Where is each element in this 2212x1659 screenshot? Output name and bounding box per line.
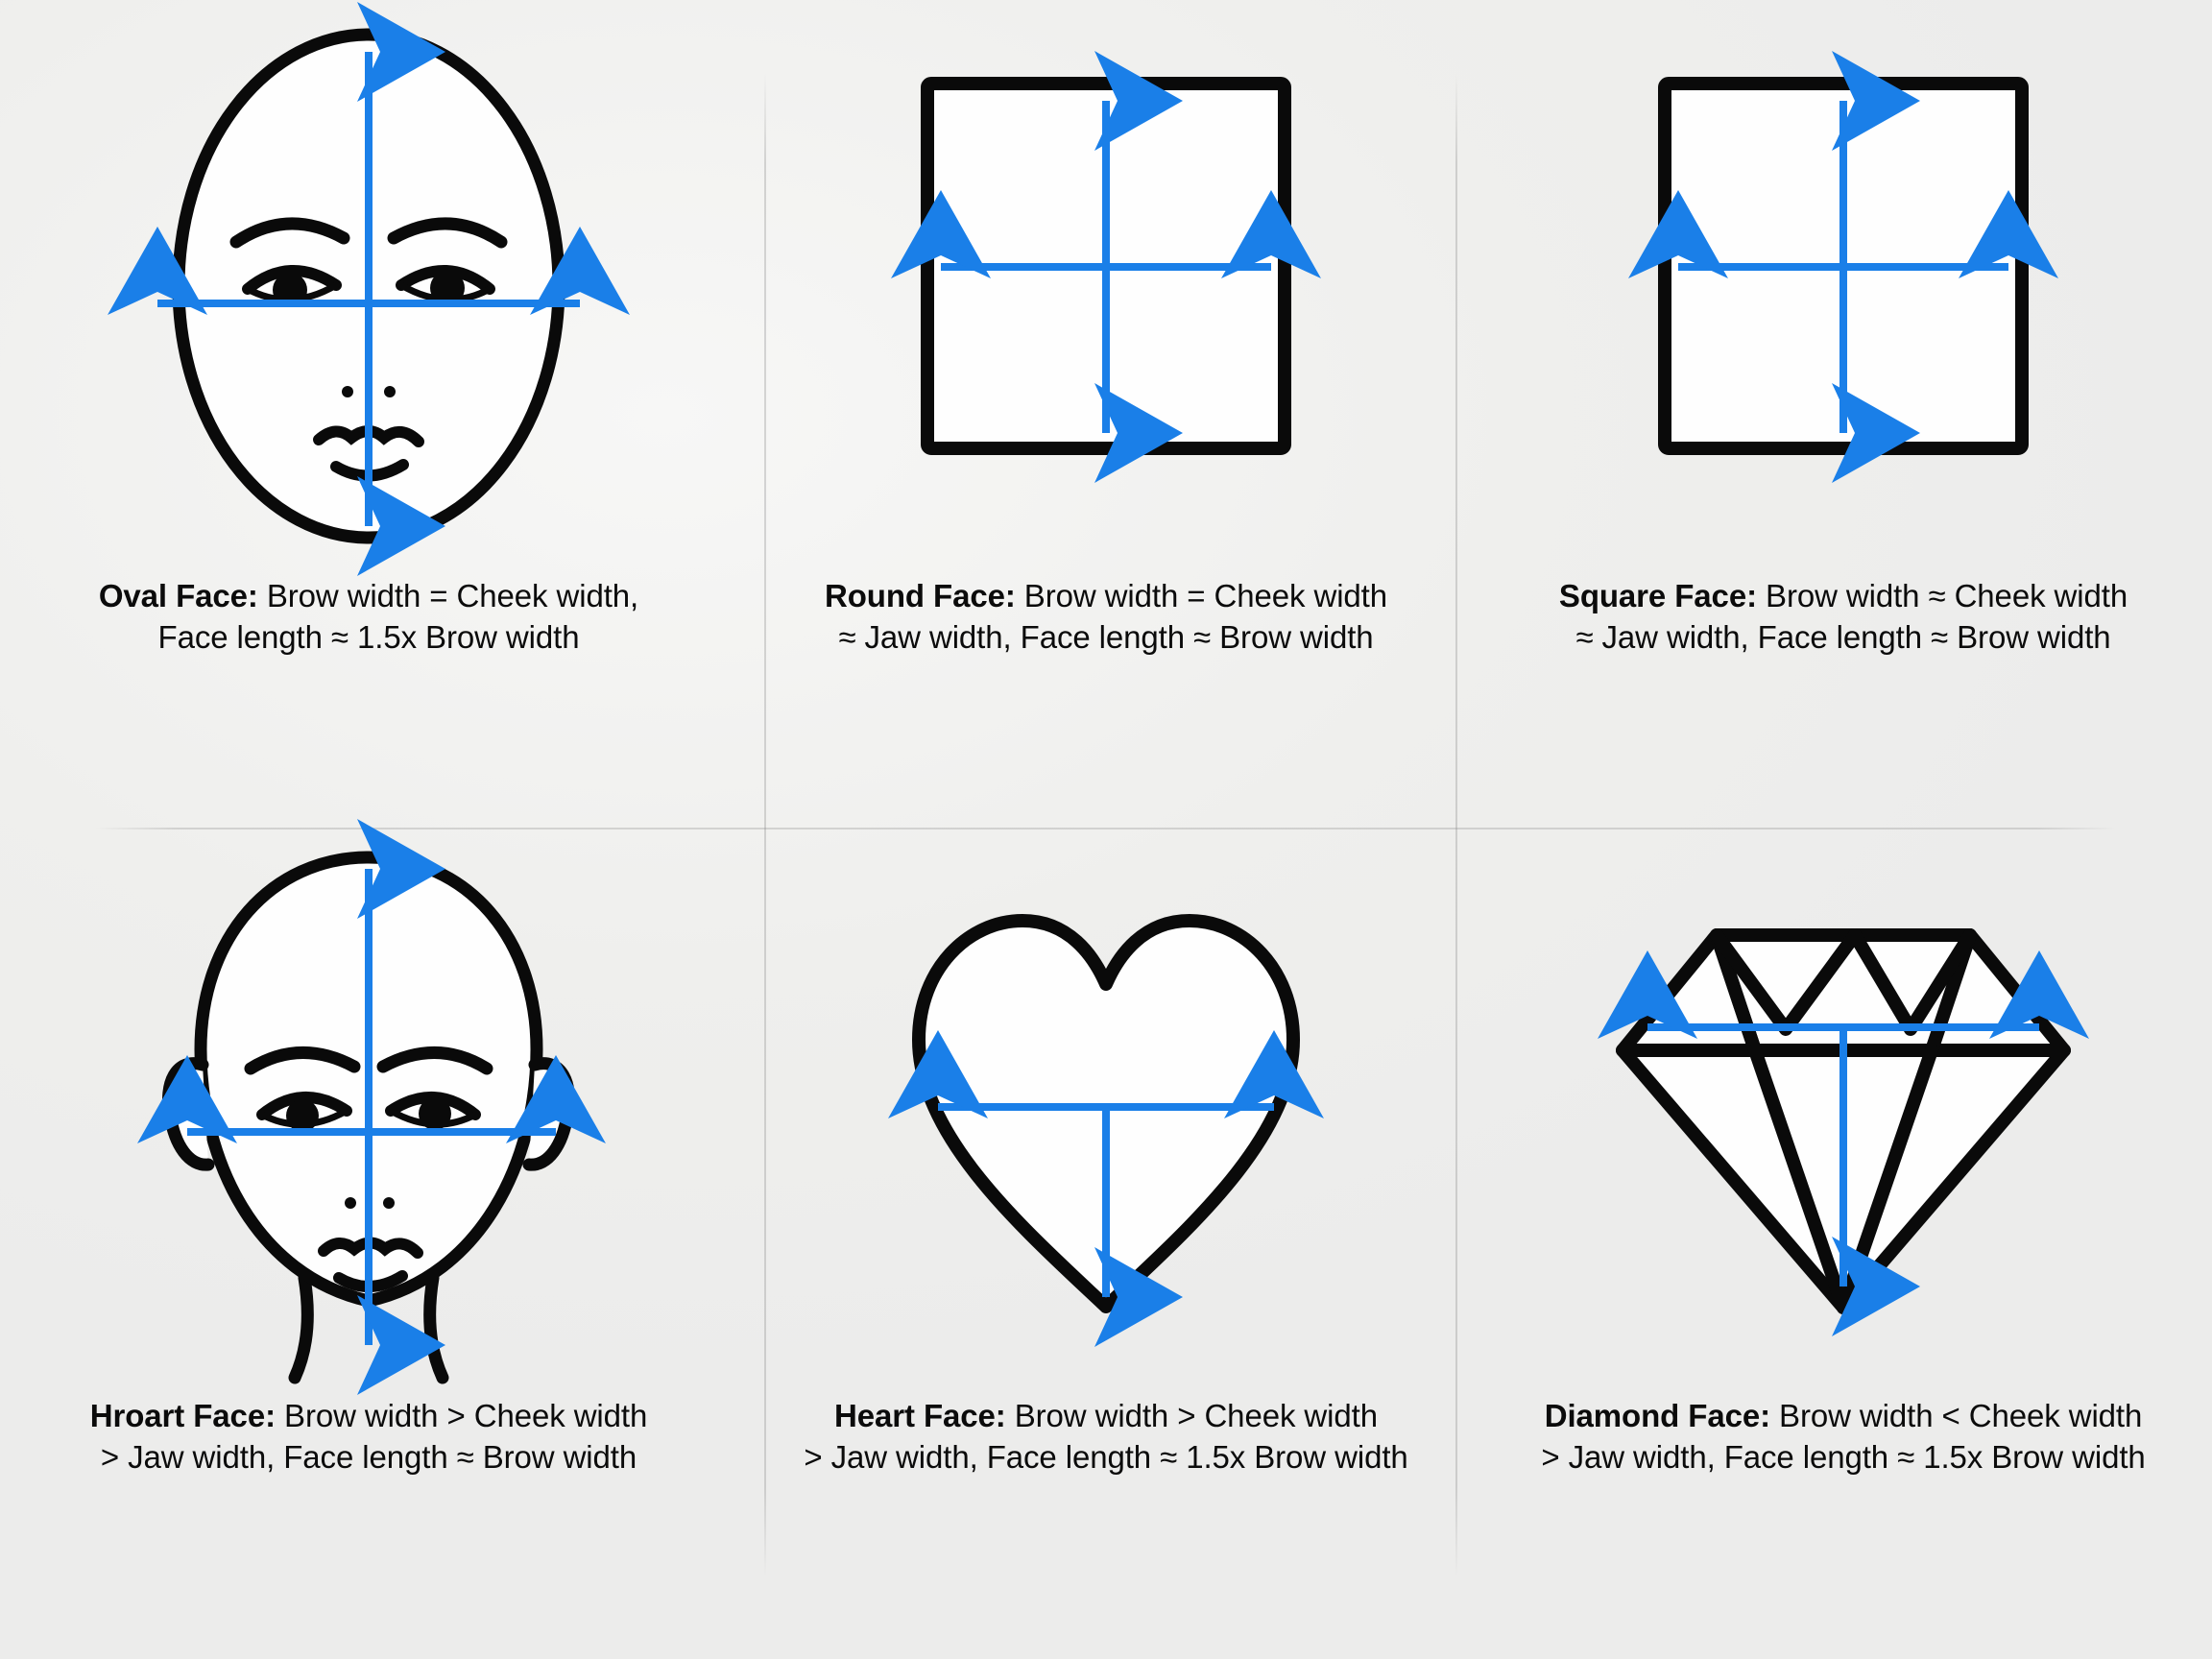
- caption-heart-face: Heart Face: Brow width > Cheek width > J…: [790, 1396, 1421, 1479]
- caption-lead: Diamond Face:: [1544, 1398, 1770, 1433]
- caption-lead: Hroart Face:: [89, 1398, 276, 1433]
- caption-line-1: Brow width = Cheek width,: [257, 578, 639, 613]
- caption-lead: Round Face:: [824, 578, 1016, 613]
- caption-line-1: Brow width = Cheek width: [1015, 578, 1387, 613]
- column-divider-1: [764, 73, 766, 1576]
- diamond-gem-illustration: [1475, 830, 2212, 1396]
- caption-line-2: Face length ≈ 1.5x Brow width: [157, 618, 580, 655]
- cell-heart-face: Heart Face: Brow width > Cheek width > J…: [737, 830, 1475, 1659]
- heart-illustration: [737, 830, 1475, 1396]
- caption-oval-face: Oval Face: Brow width = Cheek width, Fac…: [85, 576, 652, 659]
- oval-face-illustration: [0, 0, 737, 576]
- caption-line-1: Brow width ≈ Cheek width: [1756, 578, 2128, 613]
- caption-round-face: Round Face: Brow width = Cheek width ≈ J…: [811, 576, 1401, 659]
- caption-hroart-face: Hroart Face: Brow width > Cheek width > …: [77, 1396, 661, 1479]
- cell-hroart-face: Hroart Face: Brow width > Cheek width > …: [0, 819, 737, 1659]
- cell-oval-face: Oval Face: Brow width = Cheek width, Fac…: [0, 0, 737, 830]
- caption-line-1: Brow width > Cheek width: [1005, 1398, 1378, 1433]
- caption-line-1: Brow width < Cheek width: [1769, 1398, 2143, 1433]
- caption-square-face: Square Face: Brow width ≈ Cheek width ≈ …: [1546, 576, 2141, 659]
- caption-lead: Square Face:: [1558, 578, 1757, 613]
- caption-diamond-face: Diamond Face: Brow width < Cheek width >…: [1527, 1396, 2158, 1479]
- row-divider: [96, 828, 2116, 830]
- cell-square-face: Square Face: Brow width ≈ Cheek width ≈ …: [1475, 0, 2212, 830]
- caption-line-1: Brow width > Cheek width: [275, 1398, 648, 1433]
- caption-line-2: > Jaw width, Face length ≈ 1.5x Brow wid…: [1541, 1438, 2146, 1475]
- caption-lead: Heart Face:: [834, 1398, 1006, 1433]
- caption-lead: Oval Face:: [98, 578, 258, 613]
- cell-round-face: Round Face: Brow width = Cheek width ≈ J…: [737, 0, 1475, 830]
- square-illustration: [1475, 0, 2212, 576]
- cell-diamond-face: Diamond Face: Brow width < Cheek width >…: [1475, 830, 2212, 1659]
- caption-line-2: > Jaw width, Face length ≈ Brow width: [100, 1438, 637, 1475]
- caption-line-2: ≈ Jaw width, Face length ≈ Brow width: [1575, 618, 2111, 655]
- column-divider-2: [1455, 73, 1457, 1576]
- caption-line-2: ≈ Jaw width, Face length ≈ Brow width: [838, 618, 1374, 655]
- round-square-illustration: [737, 0, 1475, 576]
- head-with-ears-illustration: [0, 819, 737, 1396]
- caption-line-2: > Jaw width, Face length ≈ 1.5x Brow wid…: [804, 1438, 1408, 1475]
